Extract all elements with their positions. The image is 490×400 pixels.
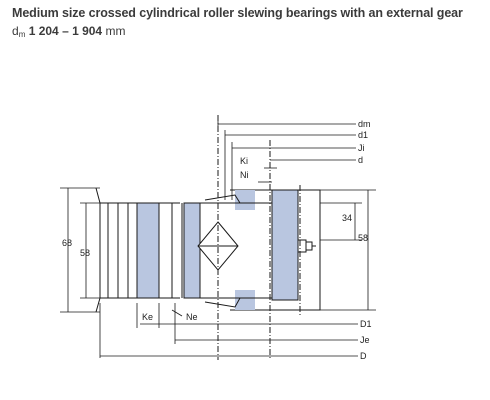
label-58-right: 58 xyxy=(358,233,368,243)
page-title: Medium size crossed cylindrical roller s… xyxy=(12,6,463,20)
label-ni: Ni xyxy=(240,170,249,180)
label-dm: dm xyxy=(358,119,371,129)
gear-teeth-lines xyxy=(107,203,183,298)
header: Medium size crossed cylindrical roller s… xyxy=(12,6,482,39)
outer-ring-section-left xyxy=(137,203,159,298)
raceway-block xyxy=(199,202,273,299)
label-58-left: 58 xyxy=(80,248,90,258)
seal-bottom xyxy=(204,297,241,308)
subtitle-symbol: d xyxy=(12,24,19,38)
left-height-dimensions xyxy=(60,187,100,313)
subtitle-unit: mm xyxy=(105,24,126,38)
top-dimensions xyxy=(217,118,356,200)
subtitle-symbol-subscript: m xyxy=(18,30,26,39)
right-height-dimensions xyxy=(320,189,376,311)
label-D: D xyxy=(360,351,367,361)
seal-section-top xyxy=(235,190,255,210)
label-ki: Ki xyxy=(240,156,248,166)
bottom-dimensions xyxy=(99,303,358,358)
lubrication-nipple xyxy=(297,239,316,253)
page-subtitle: dm 1 204 – 1 904 mm xyxy=(12,24,482,39)
label-68: 68 xyxy=(62,238,72,248)
seal-section-bottom xyxy=(235,290,255,310)
shaded-sections xyxy=(137,190,298,310)
outer-ring-section-mid xyxy=(184,203,200,298)
centerlines xyxy=(217,115,301,360)
label-d1: d1 xyxy=(358,130,368,140)
label-34: 34 xyxy=(342,213,352,223)
label-ne: Ne xyxy=(186,312,198,322)
subtitle-range: 1 204 – 1 904 xyxy=(28,24,103,38)
label-ji: Ji xyxy=(358,143,365,153)
label-D1: D1 xyxy=(360,319,372,329)
inner-ring-section xyxy=(272,190,298,300)
label-je: Je xyxy=(360,335,370,345)
label-ke: Ke xyxy=(142,312,153,322)
label-d: d xyxy=(358,155,363,165)
seal-top xyxy=(204,194,241,204)
